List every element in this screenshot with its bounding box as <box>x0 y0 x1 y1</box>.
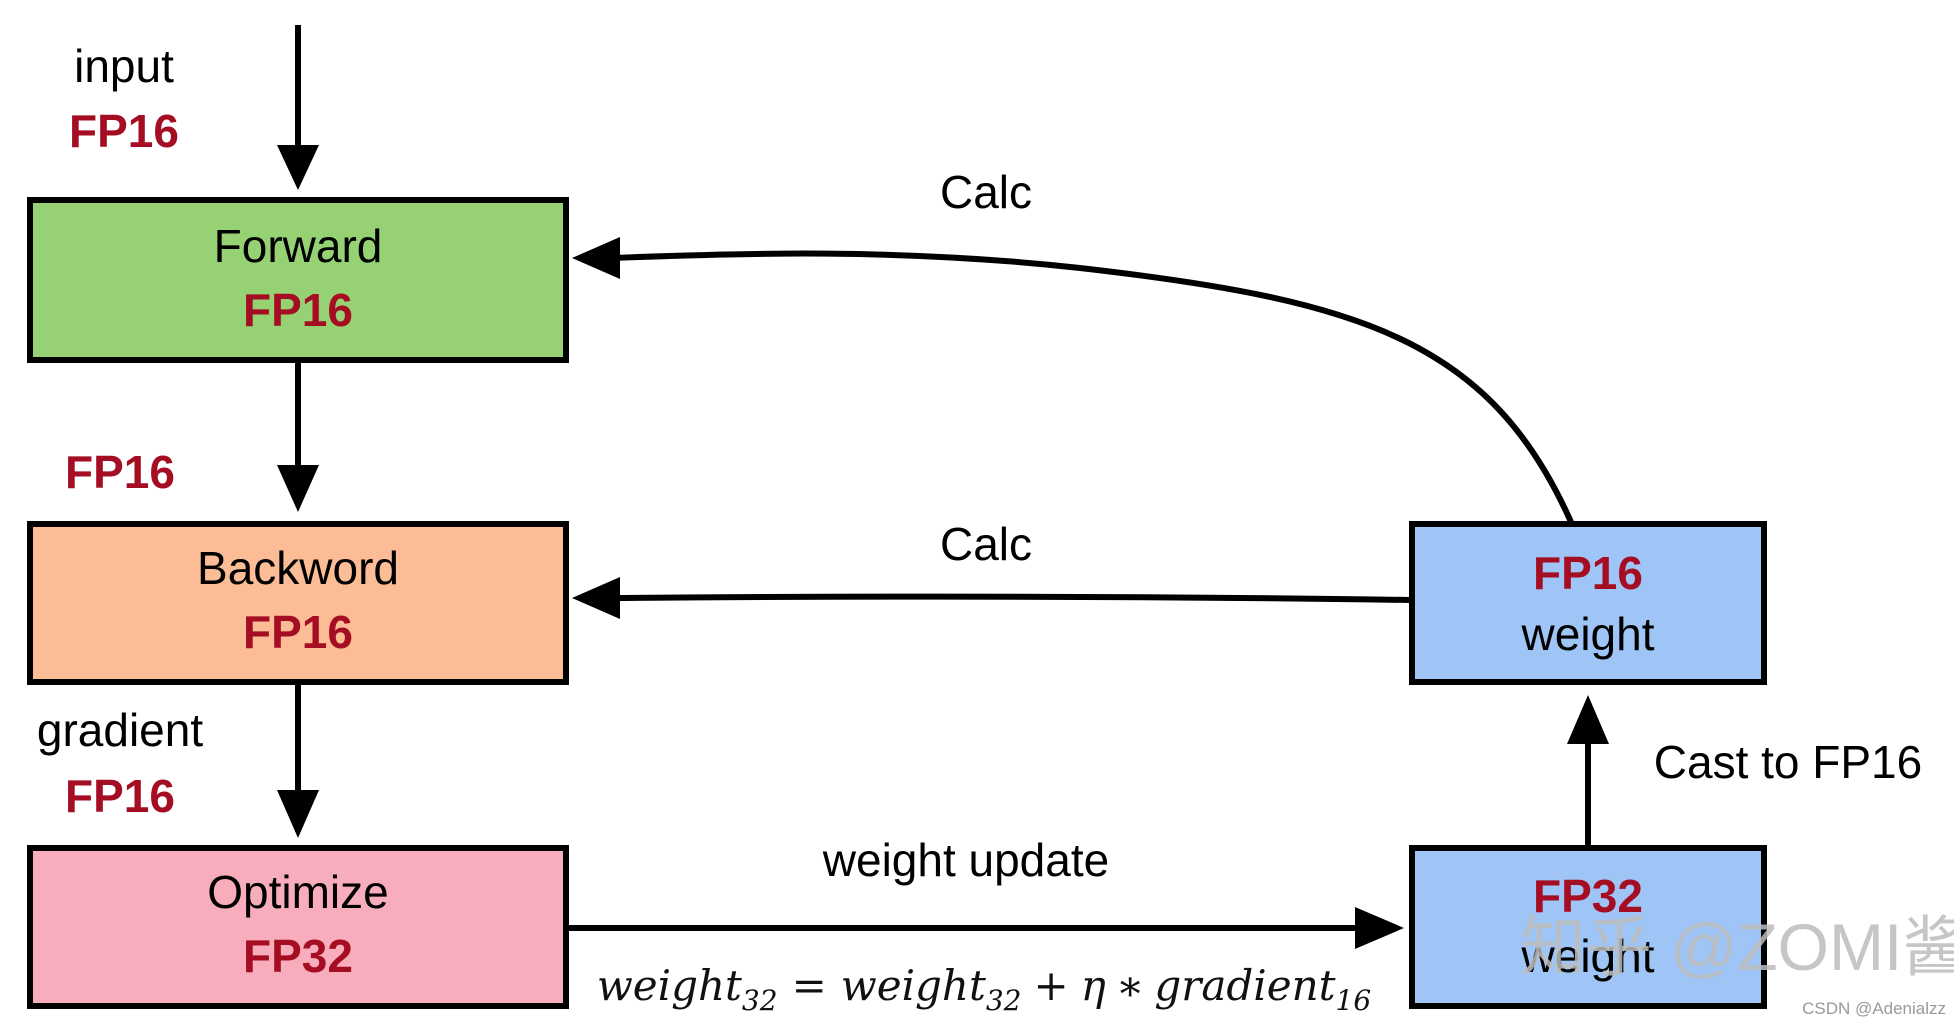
formula-rhs2-sub: 16 <box>1336 984 1372 1017</box>
calc-top-arrowhead <box>572 237 620 279</box>
gradient-precision: FP16 <box>65 770 175 822</box>
csdn-credit: CSDN @Adenialzz <box>1802 999 1946 1018</box>
forward-precision: FP16 <box>243 284 353 336</box>
fp16-weight-box <box>1409 521 1767 685</box>
fp16-weight-label: weight <box>1521 608 1655 660</box>
backward-box <box>27 521 569 685</box>
fp32-weight-box <box>1409 845 1767 1009</box>
optimize-box <box>27 845 569 1009</box>
calc-middle-arrowhead <box>572 577 620 619</box>
optimize-precision: FP32 <box>243 930 353 982</box>
optimize-label: Optimize <box>207 866 388 918</box>
gradient-label: gradient <box>37 704 203 756</box>
input-label: input <box>74 40 174 92</box>
zhihu-watermark: 知乎 @ZOMI酱 <box>1520 910 1954 984</box>
calc-top-label: Calc <box>940 166 1032 218</box>
formula-eq: = <box>792 961 827 1010</box>
formula-rhs2: gradient <box>1154 961 1335 1010</box>
cast-label: Cast to FP16 <box>1654 736 1922 788</box>
formula-rhs1-sub: 32 <box>986 984 1022 1017</box>
formula-lhs: weight <box>597 961 742 1010</box>
calc-middle-label: Calc <box>940 518 1032 570</box>
backward-to-optimize-arrowhead <box>277 790 319 838</box>
formula-lhs-sub: 32 <box>742 984 778 1017</box>
cast-arrowhead <box>1567 695 1609 744</box>
weight-update-label: weight update <box>822 834 1109 886</box>
forward-to-backward-arrowhead <box>277 465 319 512</box>
calc-middle-arrow <box>611 593 1411 603</box>
update-formula: weight32=weight32+η∗gradient16 <box>597 961 1371 1017</box>
backward-label: Backword <box>197 542 399 594</box>
fp32-weight-label: weight <box>1521 930 1655 982</box>
formula-times: ∗ <box>1116 961 1145 1010</box>
fp32-weight-precision: FP32 <box>1533 870 1643 922</box>
forward-backward-precision: FP16 <box>65 446 175 498</box>
backward-precision: FP16 <box>243 606 353 658</box>
forward-box <box>27 197 569 363</box>
formula-plus: + <box>1033 961 1068 1010</box>
formula-rhs1: weight <box>841 961 986 1010</box>
formula-eta: η <box>1081 961 1106 1010</box>
input-precision: FP16 <box>69 105 179 157</box>
input-arrowhead <box>277 145 319 190</box>
forward-label: Forward <box>214 220 383 272</box>
weight-update-arrowhead <box>1355 907 1404 949</box>
calc-top-arrow <box>611 250 1574 524</box>
fp16-weight-precision: FP16 <box>1533 547 1643 599</box>
